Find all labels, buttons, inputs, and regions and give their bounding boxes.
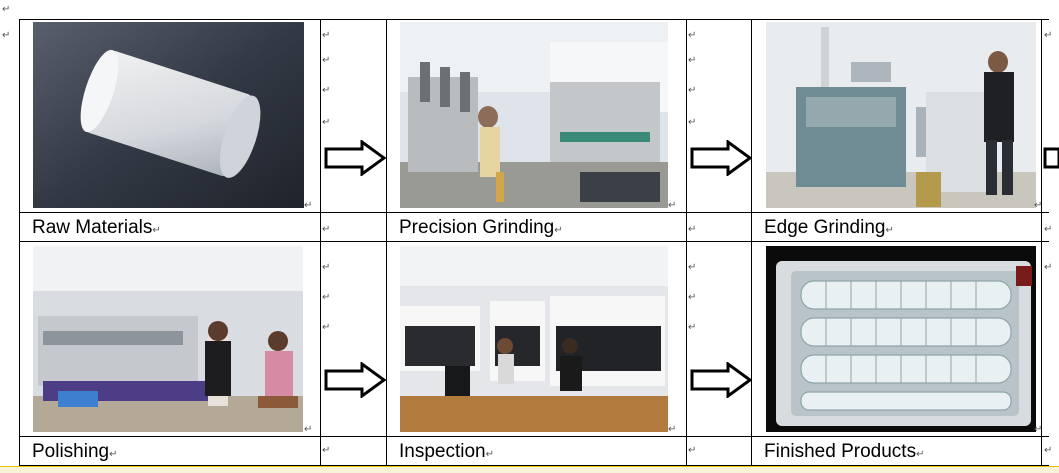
precision-grinding-photo bbox=[400, 22, 668, 208]
paragraph-mark: ↵ bbox=[322, 85, 331, 96]
right-arrow-icon bbox=[324, 140, 386, 176]
step-label-text: Precision Grinding bbox=[399, 217, 555, 238]
paragraph-mark: ↵ bbox=[485, 449, 495, 460]
paragraph-mark: ↵ bbox=[322, 292, 331, 303]
paragraph-mark: ↵ bbox=[109, 449, 118, 460]
step-label-raw-materials: Raw Materials↵ bbox=[32, 217, 161, 239]
paragraph-mark: ↵ bbox=[688, 445, 697, 456]
step-label-precision-grinding: Precision Grinding↵ bbox=[399, 217, 563, 239]
table-top-border bbox=[19, 19, 1049, 20]
paragraph-mark: ↵ bbox=[322, 445, 331, 456]
edge-grinding-photo bbox=[766, 22, 1036, 208]
step-label-text: Finished Products bbox=[764, 441, 917, 462]
paragraph-mark: ↵ bbox=[554, 225, 563, 236]
paragraph-mark: ↵ bbox=[688, 292, 697, 303]
paragraph-mark: ↵ bbox=[1044, 224, 1053, 235]
inspection-photo bbox=[400, 246, 668, 432]
right-arrow-icon bbox=[324, 362, 386, 398]
paragraph-mark: ↵ bbox=[668, 424, 677, 435]
right-arrow-icon bbox=[1043, 147, 1059, 169]
paragraph-mark: ↵ bbox=[668, 200, 677, 211]
paragraph-mark: ↵ bbox=[688, 55, 697, 66]
paragraph-mark: ↵ bbox=[2, 30, 11, 41]
table-col-divider bbox=[1041, 19, 1042, 466]
raw-materials-photo bbox=[33, 22, 304, 208]
paragraph-mark: ↵ bbox=[322, 55, 331, 66]
paragraph-mark: ↵ bbox=[2, 4, 11, 15]
step-label-text: Edge Grinding bbox=[764, 217, 886, 238]
step-label-edge-grinding: Edge Grinding↵ bbox=[764, 217, 894, 239]
step-label-text: Polishing bbox=[32, 441, 110, 462]
paragraph-mark: ↵ bbox=[916, 449, 925, 460]
paragraph-mark: ↵ bbox=[304, 424, 313, 435]
table-col-divider bbox=[751, 19, 752, 466]
step-label-finished-products: Finished Products↵ bbox=[764, 441, 924, 463]
paragraph-mark: ↵ bbox=[688, 262, 697, 273]
paragraph-mark: ↵ bbox=[1044, 445, 1053, 456]
paragraph-mark: ↵ bbox=[1044, 262, 1053, 273]
step-label-inspection: Inspection↵ bbox=[399, 441, 494, 463]
table-col-divider bbox=[320, 19, 321, 466]
paragraph-mark: ↵ bbox=[688, 322, 697, 333]
finished-products-photo bbox=[766, 246, 1036, 432]
paragraph-mark: ↵ bbox=[688, 224, 697, 235]
table-col-divider bbox=[386, 19, 387, 466]
paragraph-mark: ↵ bbox=[688, 85, 697, 96]
table-col-divider bbox=[686, 19, 687, 466]
paragraph-mark: ↵ bbox=[322, 322, 331, 333]
paragraph-mark: ↵ bbox=[688, 117, 697, 128]
paragraph-mark: ↵ bbox=[152, 225, 161, 236]
paragraph-mark: ↵ bbox=[322, 262, 331, 273]
right-arrow-icon bbox=[690, 140, 752, 176]
table-row-divider bbox=[19, 436, 1049, 437]
paragraph-mark: ↵ bbox=[322, 30, 331, 41]
paragraph-mark: ↵ bbox=[1034, 200, 1043, 211]
step-label-text: Raw Materials bbox=[32, 217, 153, 238]
table-row-divider bbox=[19, 212, 1049, 213]
page-bottom-bar bbox=[0, 466, 1059, 473]
table-bottom-border bbox=[19, 465, 1049, 466]
paragraph-mark: ↵ bbox=[304, 200, 313, 211]
paragraph-mark: ↵ bbox=[1044, 30, 1053, 41]
table-row-divider bbox=[19, 241, 1049, 242]
step-label-text: Inspection bbox=[399, 441, 486, 462]
paragraph-mark: ↵ bbox=[885, 225, 894, 236]
paragraph-mark: ↵ bbox=[1034, 424, 1043, 435]
step-label-polishing: Polishing↵ bbox=[32, 441, 118, 463]
right-arrow-icon bbox=[690, 362, 752, 398]
paragraph-mark: ↵ bbox=[322, 224, 331, 235]
polishing-photo bbox=[33, 246, 303, 432]
paragraph-mark: ↵ bbox=[322, 117, 331, 128]
table-col-divider bbox=[19, 19, 20, 466]
paragraph-mark: ↵ bbox=[688, 30, 697, 41]
